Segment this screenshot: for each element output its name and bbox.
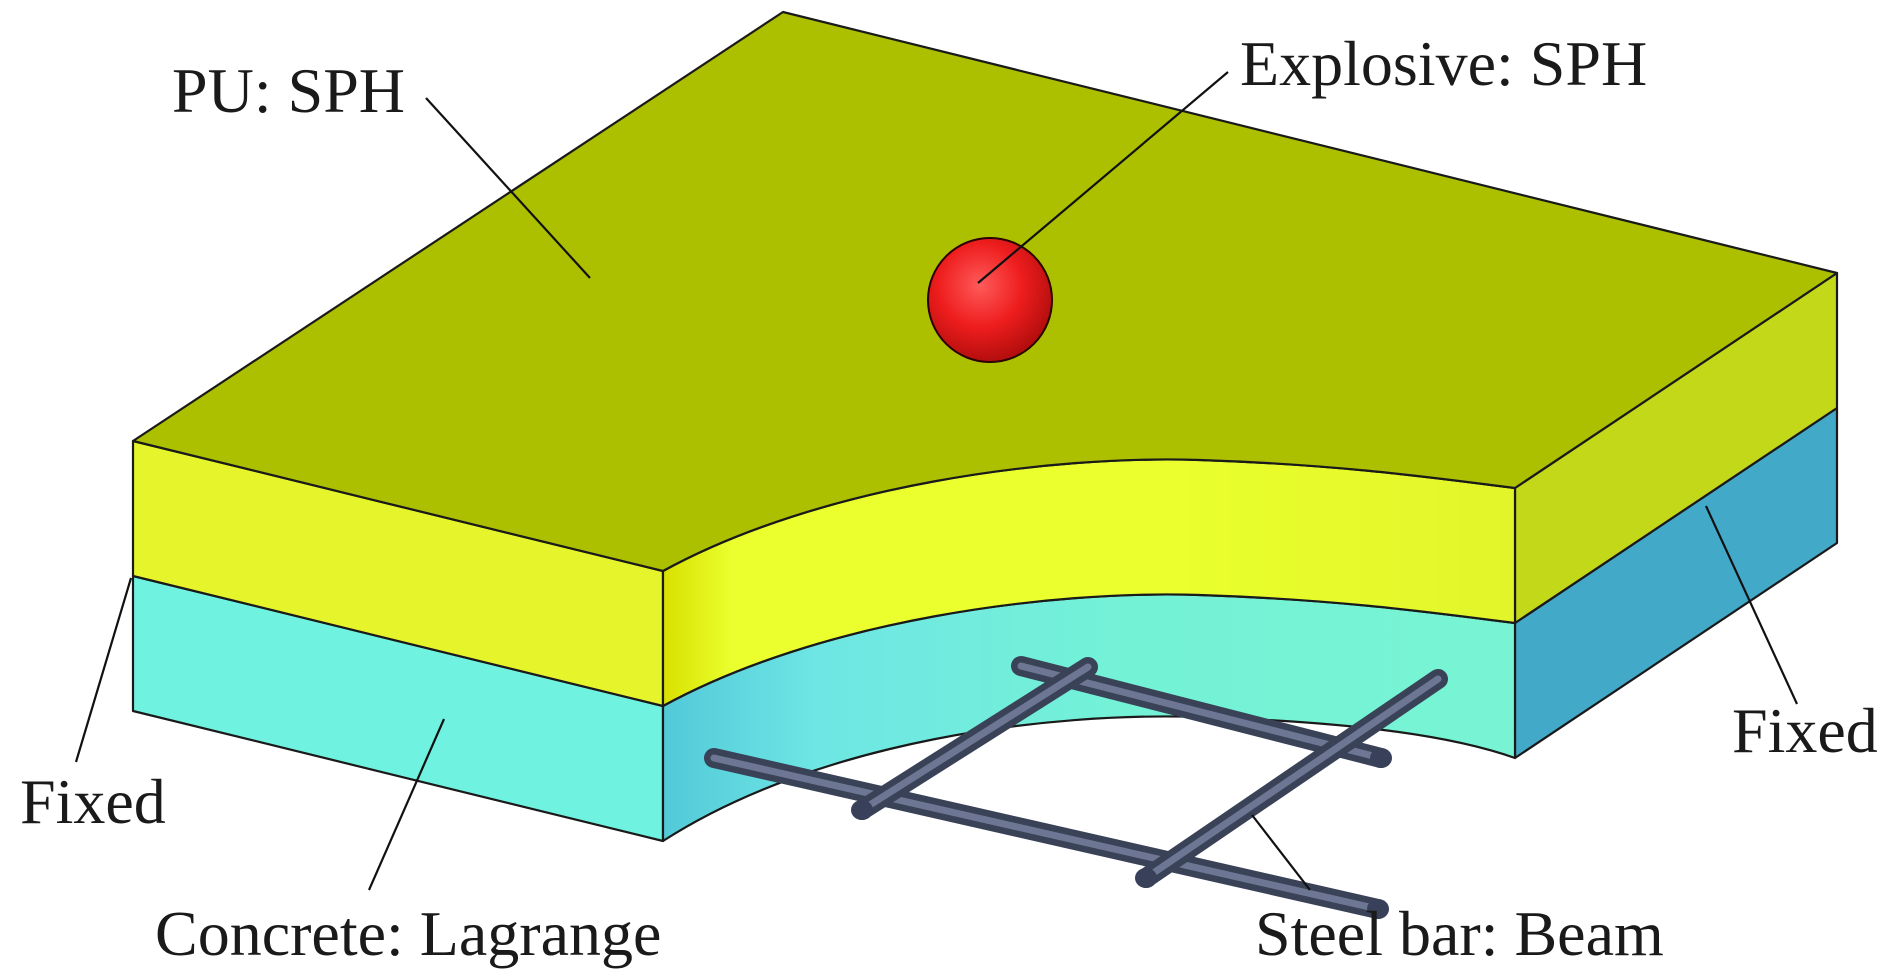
explosive-leader-line xyxy=(977,71,1229,284)
steel-bar-end xyxy=(1135,868,1157,888)
steel-bar-end xyxy=(1370,748,1392,768)
labels: PU: SPH Explosive: SPH Fixed Fixed Concr… xyxy=(20,28,1878,969)
explosive-sphere xyxy=(927,237,1053,363)
steel-bar-label: Steel bar: Beam xyxy=(1255,898,1664,969)
pu-leader-line xyxy=(425,97,591,279)
steel-leader-line xyxy=(1251,814,1311,891)
steel-bar xyxy=(858,663,1092,814)
fixed-right-label: Fixed xyxy=(1732,695,1878,766)
fixed-left-label: Fixed xyxy=(20,766,166,837)
steel-bar-end xyxy=(851,800,873,820)
pu-label: PU: SPH xyxy=(172,55,405,126)
concrete-leader-line xyxy=(367,718,446,891)
steel-bar-end xyxy=(1367,899,1389,919)
fixed-right-leader-line xyxy=(1705,505,1798,705)
explosive-label: Explosive: SPH xyxy=(1240,28,1647,99)
steel-bar xyxy=(1142,675,1442,882)
steel-bar xyxy=(710,754,1382,913)
concrete-label: Concrete: Lagrange xyxy=(155,898,661,969)
leader-lines xyxy=(74,71,1798,891)
fixed-left-leader-line xyxy=(74,577,133,763)
steel-bar-grid xyxy=(704,656,1448,919)
